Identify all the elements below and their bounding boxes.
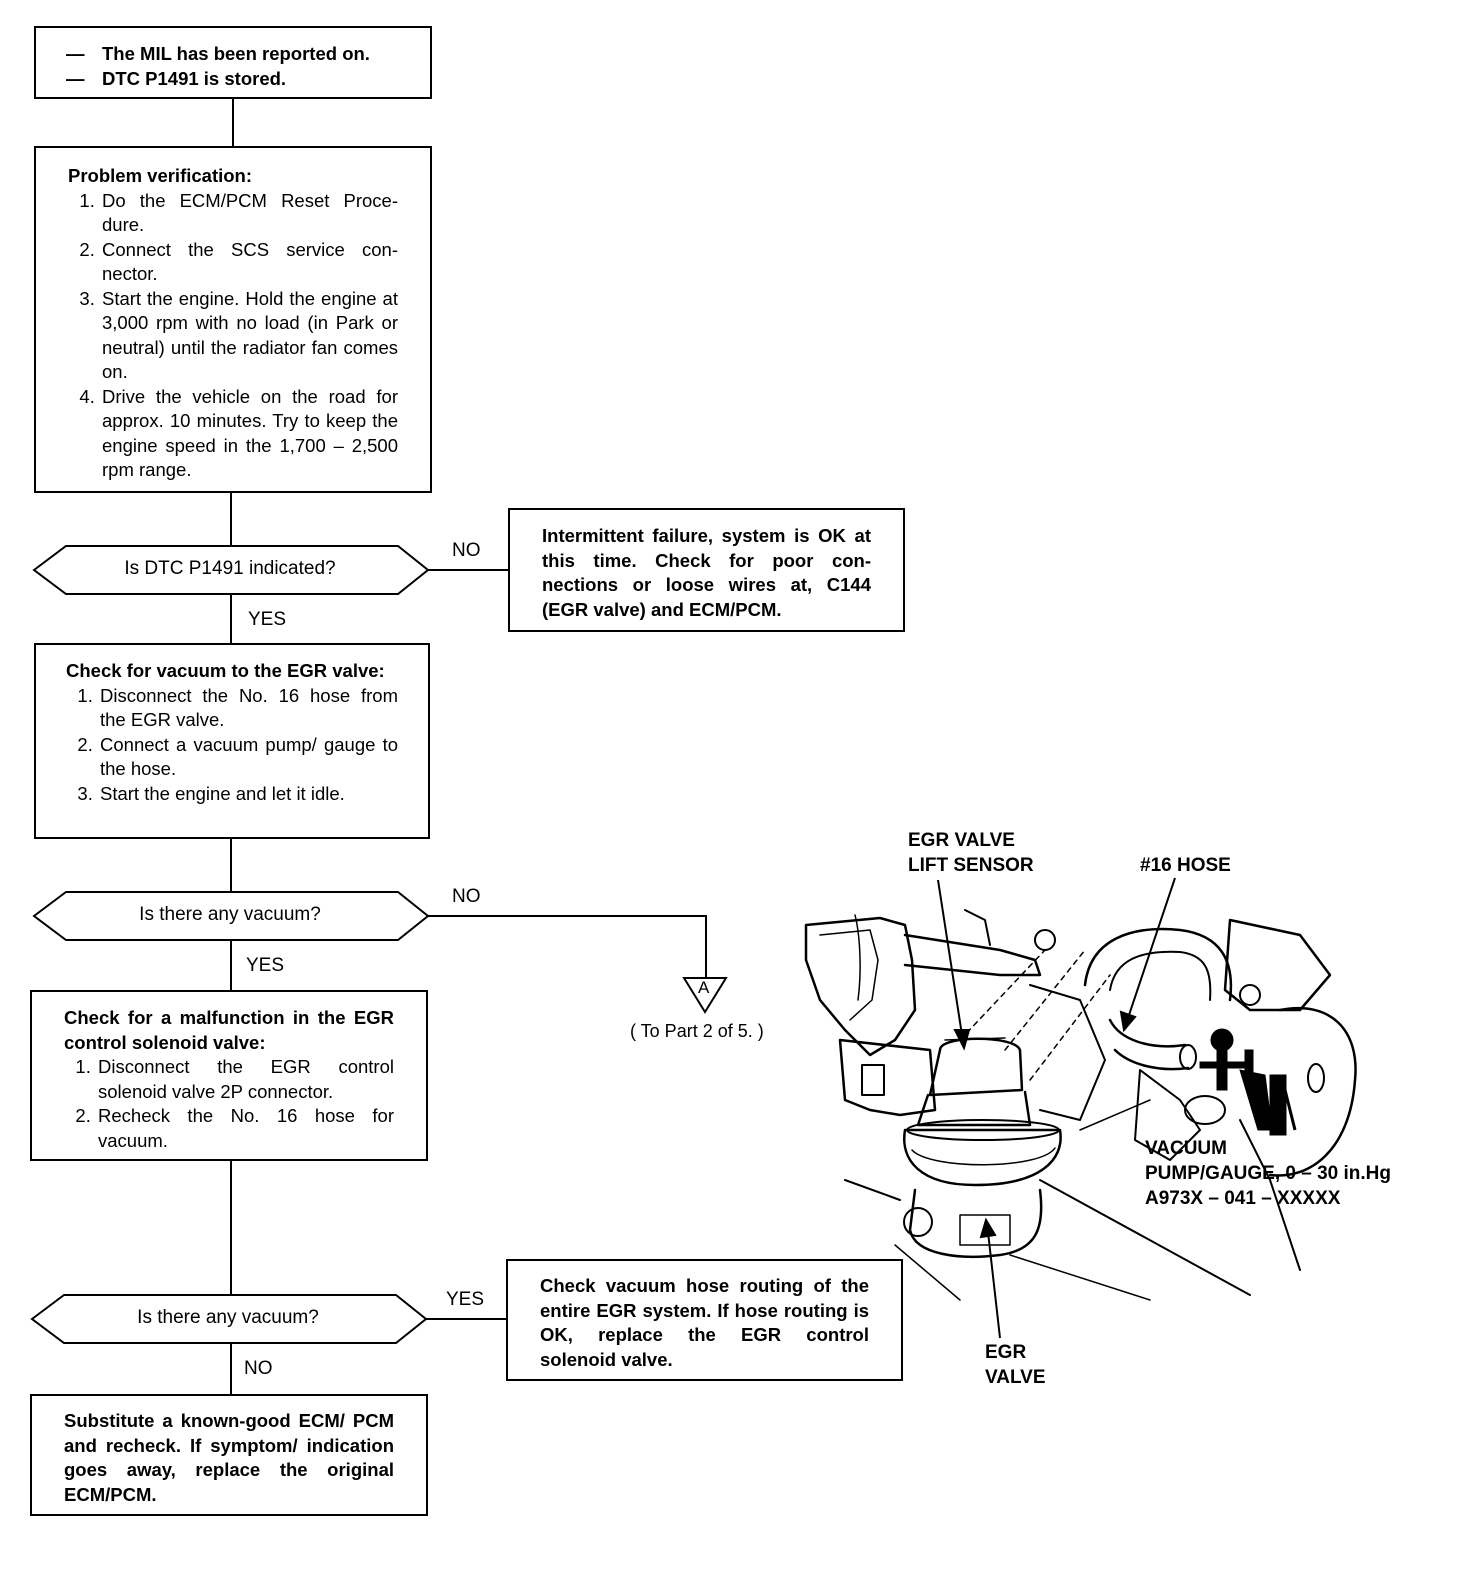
- decision-1-question: Is DTC P1491 indicated?: [124, 558, 336, 579]
- egr-lift-sensor-label: EGR VALVE LIFT SENSOR: [908, 830, 1034, 876]
- start-box: The MIL has been reported on. DTC P1491 …: [34, 26, 432, 99]
- problem-verification-box: Problem verification: Do the ECM/PCM Res…: [34, 146, 432, 493]
- hose-routing-box: Check vacuum hose routing of the entire …: [506, 1259, 903, 1381]
- vacuum-check-title: Check for vacuum to the EGR valve:: [66, 660, 385, 681]
- step-item: Recheck the No. 16 hose for vacuum.: [96, 1104, 394, 1153]
- decision-3-no-label: NO: [244, 1358, 273, 1379]
- solenoid-check-box: Check for a malfunction in the EGR contr…: [30, 990, 428, 1161]
- substitute-ecm-box: Substitute a known-good ECM/ PCM and rec…: [30, 1394, 428, 1516]
- step-item: Connect a vacuum pump/ gauge to the hose…: [98, 733, 398, 782]
- decision-2-no-label: NO: [452, 886, 481, 907]
- connector-a-letter: A: [698, 978, 710, 997]
- connector-a-triangle: [682, 977, 728, 1014]
- hose-routing-text: Check vacuum hose routing of the entire …: [540, 1275, 869, 1370]
- step-item: Disconnect the No. 16 hose from the EGR …: [98, 684, 398, 733]
- vacuum-check-box: Check for vacuum to the EGR valve: Disco…: [34, 643, 430, 839]
- decision-2-question: Is there any vacuum?: [139, 904, 321, 925]
- substitute-ecm-text: Substitute a known-good ECM/ PCM and rec…: [64, 1410, 394, 1505]
- decision-3-question: Is there any vacuum?: [137, 1307, 319, 1328]
- step-item: Start the engine and let it idle.: [98, 782, 398, 807]
- decision-1-no-label: NO: [452, 540, 481, 561]
- solenoid-check-title: Check for a malfunction in the EGR contr…: [64, 1007, 394, 1053]
- egr-valve-label: EGR VALVE: [985, 1342, 1046, 1388]
- connector-a-caption: ( To Part 2 of 5. ): [630, 1021, 764, 1041]
- step-item: Do the ECM/PCM Reset Proce-dure.: [100, 189, 398, 238]
- start-line-2: DTC P1491 is stored.: [66, 67, 400, 92]
- problem-verification-title: Problem verification:: [68, 165, 253, 186]
- decision-1-yes-label: YES: [248, 609, 287, 630]
- vacuum-check-steps: Disconnect the No. 16 hose from the EGR …: [66, 684, 398, 807]
- step-item: Drive the vehicle on the road for approx…: [100, 385, 398, 483]
- intermittent-failure-box: Intermittent failure, system is OK at th…: [508, 508, 905, 632]
- vacuum-pump-label: VACUUM PUMP/GAUGE, 0 – 30 in.Hg A973X – …: [1145, 1138, 1391, 1209]
- egr-illustration: [804, 909, 1357, 1301]
- vacuum-pump-gauge: [1199, 1028, 1297, 1136]
- decision-2-yes-label: YES: [246, 955, 285, 976]
- step-item: Connect the SCS service con-nector.: [100, 238, 398, 287]
- start-line-1: The MIL has been reported on.: [66, 42, 400, 67]
- problem-verification-steps: Do the ECM/PCM Reset Proce-dure. Connect…: [68, 189, 398, 483]
- decision-3-yes-label: YES: [446, 1289, 485, 1310]
- step-item: Disconnect the EGR control solenoid valv…: [96, 1055, 394, 1104]
- hose-16-label: #16 HOSE: [1140, 855, 1231, 876]
- step-item: Start the engine. Hold the engine at 3,0…: [100, 287, 398, 385]
- solenoid-check-steps: Disconnect the EGR control solenoid valv…: [64, 1055, 394, 1153]
- intermittent-text: Intermittent failure, system is OK at th…: [542, 525, 871, 620]
